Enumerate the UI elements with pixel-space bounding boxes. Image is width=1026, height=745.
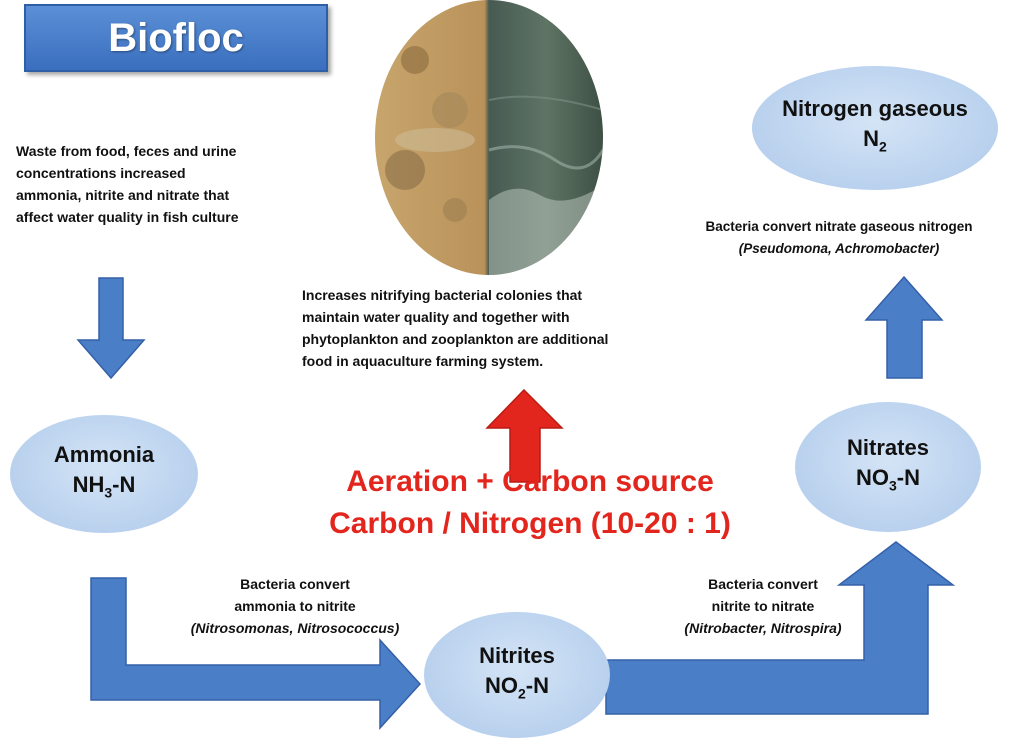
title-box: Biofloc [24, 4, 328, 72]
aeration-label: Aeration + Carbon source [346, 465, 714, 498]
caption-line: Bacteria convert [708, 576, 818, 592]
caption-bacteria: (Nitrosomonas, Nitrosococcus) [190, 620, 400, 636]
ammonia-node: Ammonia NH3-N [10, 415, 198, 533]
center-text-line: phytoplankton and zooplankton are additi… [302, 331, 609, 347]
waste-text-line: affect water quality in fish culture [16, 209, 239, 225]
nitrites-to-nitrates-arrow [605, 541, 956, 715]
center-text-line: food in aquaculture farming system. [302, 353, 544, 369]
nitrites-formula: NO2-N [484, 673, 549, 702]
nitrates-name: Nitrates [847, 435, 929, 461]
ammonia-to-nitrites-arrow [90, 577, 422, 730]
caption-line: ammonia to nitrite [234, 598, 356, 614]
center-description: Increases nitrifying bacterial colonies … [302, 284, 714, 372]
nitrogen-gaseous-node: Nitrogen gaseous N2 [752, 66, 998, 190]
waste-text-line: ammonia, nitrite and nitrate that [16, 187, 230, 203]
caption-bacteria: (Pseudomona, Achromobacter) [738, 241, 940, 256]
ammonia-name: Ammonia [53, 442, 155, 468]
waste-description: Waste from food, feces and urine concent… [16, 140, 239, 228]
nitrates-formula: NO3-N [855, 465, 920, 494]
red-up-arrow [485, 388, 564, 483]
carbon-nitrogen-ratio: Carbon / Nitrogen (10-20 : 1) [329, 507, 731, 540]
waste-text-line: Waste from food, feces and urine [16, 143, 237, 159]
up-arrow-to-nitrogen [864, 275, 944, 379]
caption-line: Bacteria convert [240, 576, 350, 592]
nitrogen-name: Nitrogen gaseous [782, 96, 968, 122]
ammonia-to-nitrite-caption: Bacteria convert ammonia to nitrite (Nit… [160, 573, 430, 639]
waste-text-line: concentrations increased [16, 165, 186, 181]
nitrogen-formula: N2 [863, 126, 887, 155]
caption-bacteria: (Nitrobacter, Nitrospira) [684, 620, 842, 636]
nitrite-to-nitrate-caption: Bacteria convert nitrite to nitrate (Nit… [648, 573, 878, 639]
nitrites-name: Nitrites [479, 643, 555, 669]
center-text-line: maintain water quality and together with [302, 309, 570, 325]
ammonia-formula: NH3-N [72, 472, 136, 501]
nitrites-node: Nitrites NO2-N [424, 612, 610, 738]
down-arrow [76, 277, 146, 380]
caption-line: Bacteria convert nitrate gaseous nitroge… [705, 219, 973, 234]
diagram-title: Biofloc [108, 15, 244, 60]
center-text-line: Increases nitrifying bacterial colonies … [302, 287, 583, 303]
biofloc-photo [375, 0, 603, 275]
caption-line: nitrite to nitrate [711, 598, 815, 614]
nitrate-to-nitrogen-caption: Bacteria convert nitrate gaseous nitroge… [656, 216, 1022, 260]
nitrates-node: Nitrates NO3-N [795, 402, 981, 532]
